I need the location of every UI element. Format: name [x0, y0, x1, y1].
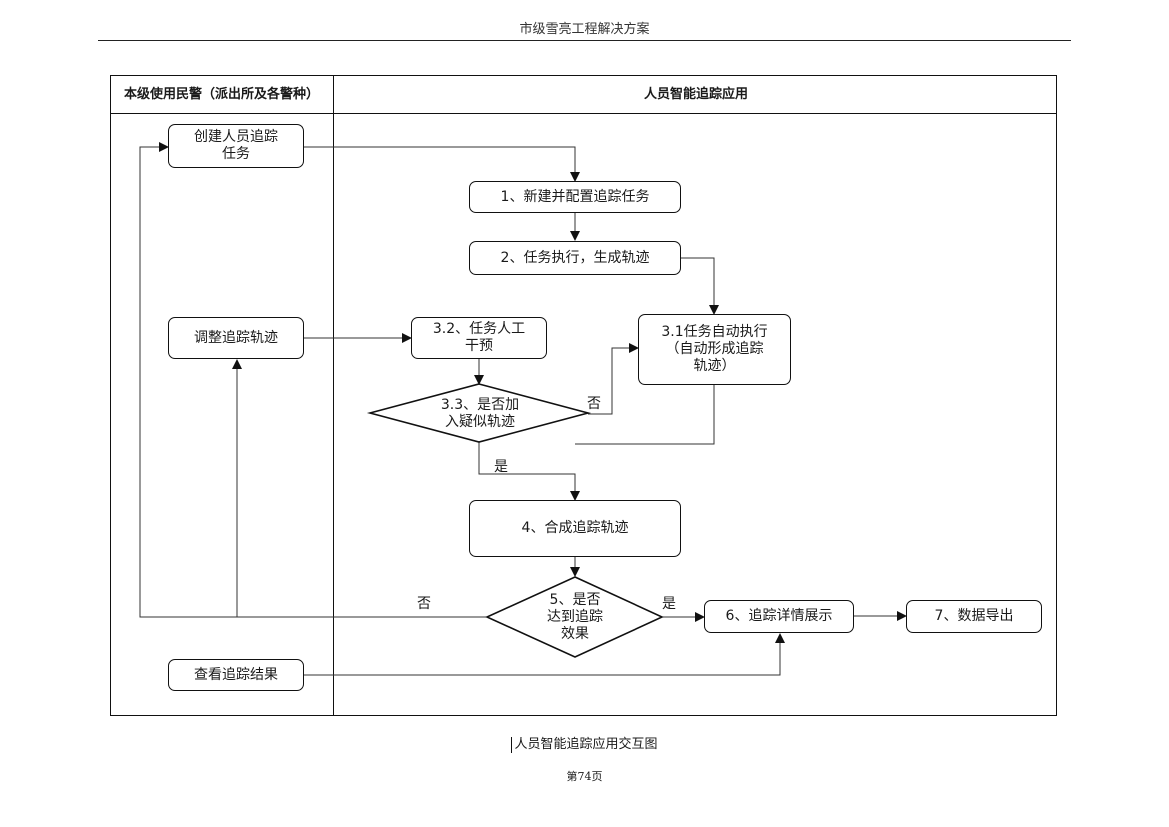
edge-label-yes-step33: 是: [494, 459, 508, 475]
node-view-result: 查看追踪结果: [168, 659, 304, 691]
text-cursor-bar: [511, 736, 513, 753]
node-step5-text: 5、是否 达到追踪 效果: [547, 591, 603, 642]
lane-divider: [333, 75, 334, 716]
caption-text: 人员智能追踪应用交互图: [514, 737, 658, 752]
node-step3-2: 3.2、任务人工 干预: [411, 317, 547, 359]
edge-step31-to-step4: [575, 384, 715, 445]
edge-create-to-step1: [304, 146, 580, 182]
node-step2: 2、任务执行，生成轨迹: [469, 241, 681, 275]
node-step1: 1、新建并配置追踪任务: [469, 181, 681, 213]
node-step7: 7、数据导出: [906, 600, 1042, 633]
lane-header-police: 本级使用民警（派出所及各警种）: [123, 87, 319, 102]
edge-label-yes-step5: 是: [662, 596, 676, 612]
node-create-task: 创建人员追踪 任务: [168, 124, 304, 168]
header-rule: [98, 40, 1071, 41]
node-step4: 4、合成追踪轨迹: [469, 500, 681, 557]
header-title: 市级雪亮工程解决方案: [519, 22, 650, 37]
edge-step33-yes-to-step4: [478, 442, 580, 501]
lane-header-tracking-app: 人员智能追踪应用: [643, 87, 748, 102]
lane-header-divider: [110, 113, 1057, 114]
edge-label-no-step33: 否: [587, 396, 601, 412]
decision-step5-shape: [485, 576, 664, 658]
edge-step5-no-to-create: [139, 142, 487, 618]
node-step3-1: 3.1任务自动执行 （自动形成追踪 轨迹）: [638, 314, 791, 385]
node-step3-3-text: 3.3、是否加 入疑似轨迹: [440, 397, 520, 430]
edge-label-no-step5: 否: [417, 596, 431, 612]
node-adjust-track: 调整追踪轨迹: [168, 317, 304, 359]
edge-view-to-step6: [304, 633, 785, 676]
edge-step33-no-to-step31: [588, 343, 639, 415]
edge-step2-to-step31: [680, 257, 719, 315]
page-number: 第74页: [566, 770, 603, 783]
decision-step33-shape: [366, 383, 592, 443]
node-step6: 6、追踪详情展示: [704, 600, 854, 633]
figure-caption: 人员智能追踪应用交互图: [0, 733, 1169, 753]
diagram-frame: [110, 75, 1057, 716]
